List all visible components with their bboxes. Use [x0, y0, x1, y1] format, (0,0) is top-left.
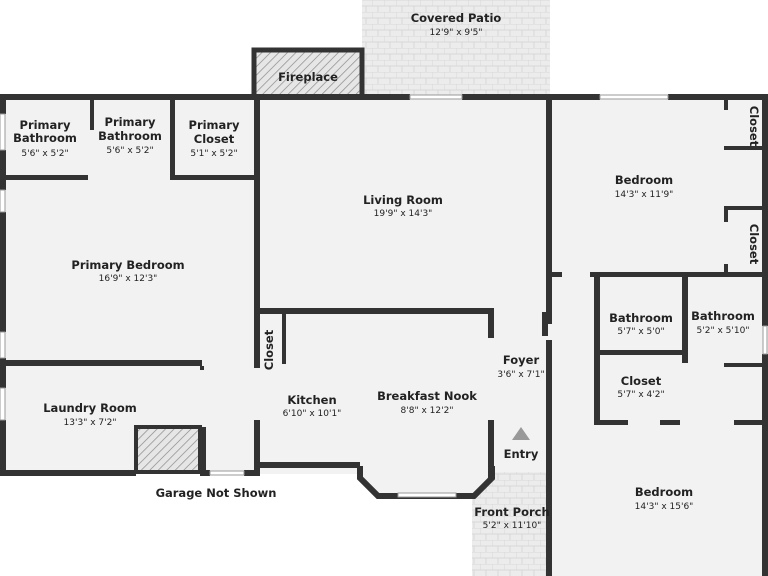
- foyer-dims: 3'6" x 7'1": [497, 370, 544, 380]
- covered-patio-name: Covered Patio: [411, 11, 502, 25]
- covered-patio-dims: 12'9" x 9'5": [430, 28, 483, 38]
- closet-mid-dims: 5'7" x 4'2": [617, 390, 664, 400]
- breakfast-nook-name: Breakfast Nook: [377, 389, 477, 403]
- primary-bathroom-2-dims: 5'6" x 5'2": [106, 146, 153, 156]
- primary-closet-dims: 5'1" x 5'2": [190, 149, 237, 159]
- foyer-name: Foyer: [503, 353, 540, 367]
- living-room-dims: 19'9" x 14'3": [374, 209, 433, 219]
- primary-bathroom-1-name-1: Primary: [20, 118, 71, 132]
- garage-note: Garage Not Shown: [156, 486, 277, 500]
- fireplace-outline: [251, 47, 365, 96]
- front-porch-dims: 5'2" x 11'10": [483, 521, 542, 531]
- covered-patio-area: [362, 0, 550, 96]
- breakfast-nook-dims: 8'8" x 12'2": [401, 406, 454, 416]
- bedroom-bottom-dims: 14'3" x 15'6": [635, 502, 694, 512]
- laundry-room-name: Laundry Room: [43, 401, 137, 415]
- front-porch-name: Front Porch: [474, 505, 549, 519]
- entry-name: Entry: [504, 447, 539, 461]
- primary-closet-name-1: Primary: [189, 118, 240, 132]
- bedroom-top-dims: 14'3" x 11'9": [615, 190, 674, 200]
- bathroom-right-name: Bathroom: [691, 309, 755, 323]
- closet-right-top-name: Closet: [747, 106, 761, 147]
- labels: Covered Patio 12'9" x 9'5" Fireplace Pri…: [13, 11, 761, 531]
- kitchen-dims: 6'10" x 10'1": [283, 409, 342, 419]
- laundry-appliance: [134, 425, 202, 474]
- bathroom-mid-dims: 5'7" x 5'0": [617, 327, 664, 337]
- closet-kitchen-name: Closet: [262, 329, 276, 370]
- primary-closet-name-2: Closet: [194, 132, 235, 146]
- bathroom-mid-name: Bathroom: [609, 311, 673, 325]
- primary-bedroom-dims: 16'9" x 12'3": [99, 274, 158, 284]
- primary-bathroom-2-name-2: Bathroom: [98, 129, 162, 143]
- fireplace-hearth: [254, 50, 362, 96]
- primary-bathroom-2-name-1: Primary: [105, 115, 156, 129]
- bathroom-right-dims: 5'2" x 5'10": [697, 326, 750, 336]
- laundry-room-dims: 13'3" x 7'2": [64, 418, 117, 428]
- kitchen-name: Kitchen: [287, 393, 336, 407]
- fireplace-name: Fireplace: [278, 70, 338, 84]
- walls: [0, 94, 768, 576]
- living-room-name: Living Room: [363, 193, 443, 207]
- windows: [0, 94, 768, 498]
- primary-bathroom-1-dims: 5'6" x 5'2": [21, 149, 68, 159]
- entry-arrow-icon: [512, 427, 530, 440]
- closet-mid-name: Closet: [621, 374, 662, 388]
- closet-right-mid-name: Closet: [747, 224, 761, 265]
- bedroom-top-name: Bedroom: [615, 173, 673, 187]
- bedroom-bottom-name: Bedroom: [635, 485, 693, 499]
- primary-bedroom-name: Primary Bedroom: [71, 258, 184, 272]
- primary-bathroom-1-name-2: Bathroom: [13, 131, 77, 145]
